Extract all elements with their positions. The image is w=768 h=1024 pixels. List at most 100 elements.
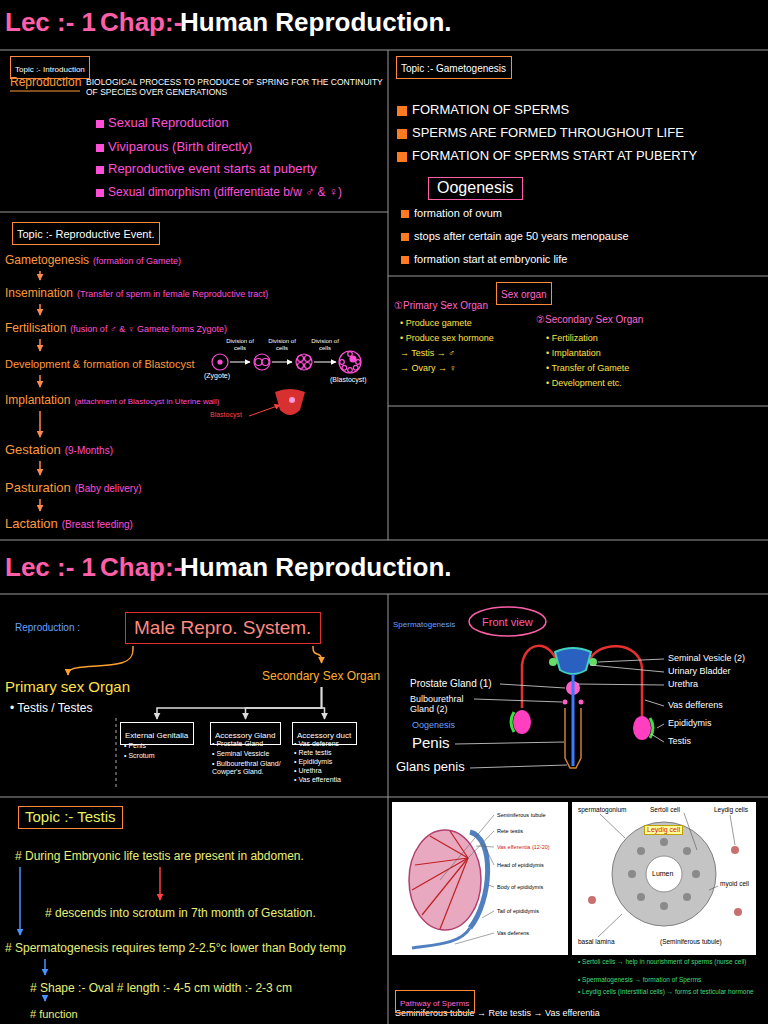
topic-box: Sex organ <box>496 282 552 305</box>
part-label: Bulbourethral Gland (2) <box>410 694 490 715</box>
leader-line <box>651 734 664 742</box>
bullet-square <box>96 166 104 174</box>
connector-arrow <box>44 999 46 1001</box>
node-text: Accessory duct <box>297 731 351 740</box>
part-label: Rete testis <box>497 828 523 834</box>
view-ellipse: Front view <box>468 606 547 637</box>
event-step: Gestation(9-Months) <box>5 440 114 459</box>
leader-lines <box>455 659 664 768</box>
list-item: • Seminal Vessicle <box>212 750 290 758</box>
connector-arrow <box>322 687 325 719</box>
node-text: Topic :- Reproductive Event. <box>17 228 155 240</box>
node-text: (Breast feeding) <box>62 519 133 530</box>
epididymis <box>511 712 514 732</box>
part-label: spermatogonium <box>578 806 626 813</box>
title-text: Chap:- <box>100 553 182 583</box>
panel-line <box>0 797 768 798</box>
inner-cell-mass <box>350 356 356 362</box>
leader-line <box>645 700 664 706</box>
fact-text: # Shape :- Oval # length :- 4-5 cm width… <box>30 978 293 997</box>
part-label: Epididymis <box>668 718 712 728</box>
part-label: Vas defferens <box>668 700 723 710</box>
node-text: (fusion of ♂ & ♀ Gamete forms Zygote) <box>70 324 227 334</box>
leader-line <box>470 765 567 768</box>
connector-arrow <box>39 461 41 475</box>
cell <box>298 363 304 369</box>
category-box: Accessory duct <box>292 722 357 745</box>
list-item: → Testis → ♂ <box>400 348 455 358</box>
node-text: External Genitalia <box>125 731 188 740</box>
cell <box>353 365 358 370</box>
part-label: Vas efferentia (12-20) <box>497 844 550 850</box>
node-text: (attachment of Blastocyst in Uterine wal… <box>74 397 219 406</box>
urinary-bladder <box>555 648 591 674</box>
connector-arrow <box>39 375 41 387</box>
note-text: • Sertoli cells → help in nourishment of… <box>578 958 764 965</box>
leader-line <box>500 684 565 688</box>
urethra <box>572 674 575 766</box>
note-text: • Spermatogenesis → formation of Sperms <box>578 976 764 983</box>
node-text: Male Repro. System. <box>134 617 311 638</box>
leader-line <box>709 886 718 890</box>
bullet-text: Sexual Reproduction <box>108 116 229 131</box>
bullet-square <box>401 210 409 218</box>
panel-line <box>388 50 389 540</box>
cell <box>356 360 361 365</box>
seminiferous-tubule-figure <box>572 802 756 955</box>
bullet-text: formation start at embryonic life <box>414 253 567 266</box>
list-item: • Urethra <box>294 767 322 775</box>
septum <box>430 836 468 858</box>
leader-line <box>482 911 494 918</box>
node-text: (formation of Gamete) <box>93 256 181 266</box>
cell <box>348 352 353 357</box>
part-label: Penis <box>412 734 450 751</box>
uterus-symbol <box>275 389 305 415</box>
panel-line <box>388 594 389 1024</box>
node-text: Topic :- Introduction <box>15 65 85 74</box>
bullet-text: FORMATION OF SPERMS <box>412 103 569 118</box>
subheading-text: ②Secondary Sex Organ <box>536 314 643 326</box>
figure-label: (Blastocyst) <box>330 376 367 384</box>
organ-heading: Primary sex Organ <box>5 678 131 697</box>
blastocyst <box>339 351 361 373</box>
figure-label: Blastocyst <box>210 411 242 419</box>
seminal-vesicle <box>549 658 557 666</box>
cell <box>298 356 304 362</box>
septum <box>412 858 468 890</box>
pointer-arrow <box>249 405 280 416</box>
connector-arrow <box>39 271 41 280</box>
bulbourethral-gland <box>563 700 568 705</box>
figure-label: (Zygote) <box>204 372 230 380</box>
topic-box: Pathway of Sperms <box>395 990 475 1013</box>
leader-line <box>598 659 664 662</box>
vas-deferens <box>522 646 557 708</box>
note-text: • Leydig cells (Interstitial cells) → fo… <box>578 988 764 995</box>
leader-line <box>598 914 622 937</box>
connector-arrow <box>39 304 41 315</box>
node-text: Accessory Gland <box>215 731 275 740</box>
cell <box>262 359 269 366</box>
node-text: Front view <box>482 616 533 628</box>
testis <box>513 710 531 734</box>
node-text: Implantation <box>5 393 70 407</box>
node-text: # Shape :- Oval # length :- 4-5 cm width… <box>30 981 292 995</box>
part-label: Urethra <box>668 679 698 689</box>
part-label: Prostate Gland (1) <box>410 678 492 690</box>
fact-text: # Spermatogenesis requires temp 2-2.5°c … <box>5 938 346 957</box>
list-item: • Development etc. <box>546 378 622 388</box>
event-step: Implantation (attachment of Blastocyst in… <box>5 390 220 409</box>
node-text: # Spermatogenesis requires temp 2-2.5°c … <box>5 941 346 955</box>
part-label: Body of epididymis <box>497 884 543 890</box>
list-item: • Vas efferentia <box>294 776 341 784</box>
title-text: Lec :- 1 <box>5 8 96 38</box>
cell <box>340 360 345 365</box>
part-label: Seminal Vesicle (2) <box>668 653 745 663</box>
leader-line <box>440 815 494 880</box>
image-ground <box>392 802 568 955</box>
leader-line <box>600 814 625 838</box>
connector-arrow <box>246 687 322 719</box>
cell <box>637 847 645 855</box>
leader-line <box>684 813 697 850</box>
list-item: • Scrotum <box>124 752 154 760</box>
leader-line <box>468 831 494 858</box>
